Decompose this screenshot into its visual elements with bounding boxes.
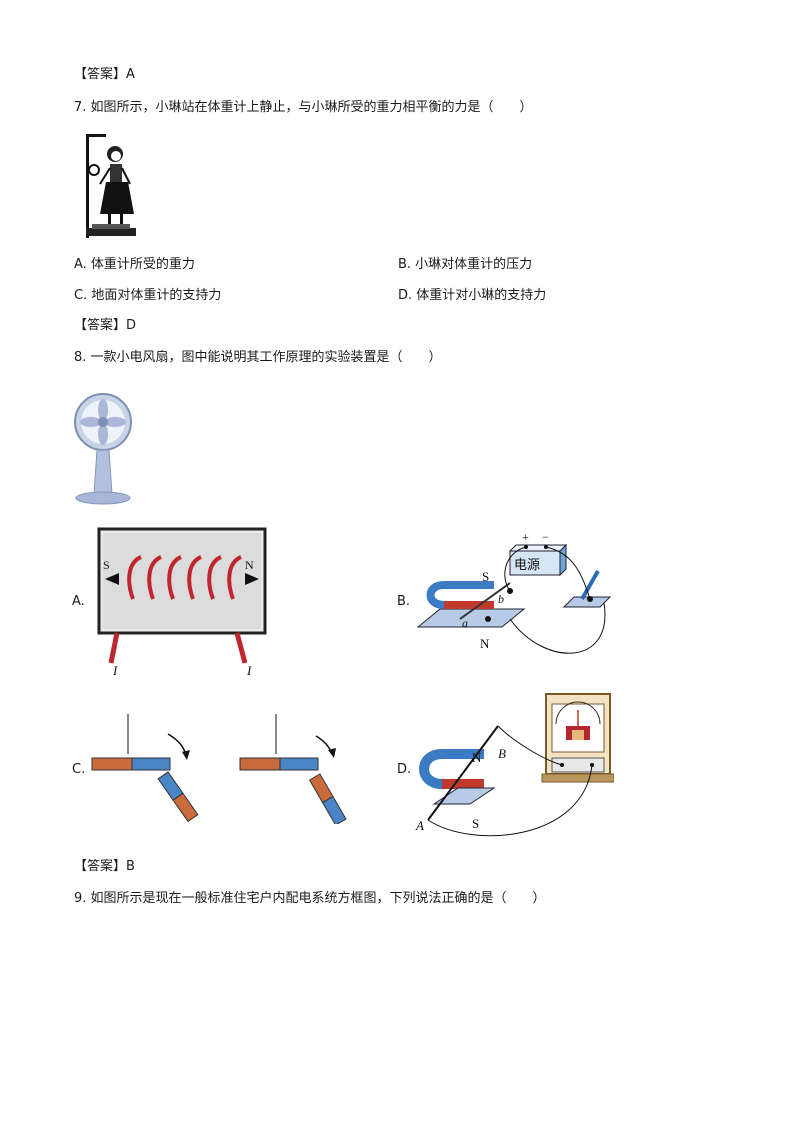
q8-b-n-label: N xyxy=(480,636,490,651)
q8-label-c: C. xyxy=(72,762,86,777)
q6-answer: 【答案】A xyxy=(74,67,135,82)
q7-option-d: D. 体重计对小琳的支持力 xyxy=(398,288,547,303)
q8-b-plus-label: + xyxy=(522,530,529,544)
q7-option-c: C. 地面对体重计的支持力 xyxy=(74,288,222,303)
q8-label-a: A. xyxy=(72,594,85,609)
q8-option-d-generator[interactable]: N S A B xyxy=(414,690,614,842)
q7-option-a: A. 体重计所受的重力 xyxy=(74,257,195,272)
q8-b-s-label: S xyxy=(482,569,489,584)
q8-answer: 【答案】B xyxy=(74,859,135,874)
q8-option-b-motor[interactable]: S N a b 电源 + − xyxy=(414,527,614,675)
q8-b-power-label: 电源 xyxy=(514,557,540,572)
q9-stem: 9. 如图所示是现在一般标准住宅户内配电系统方框图，下列说法正确的是（ ） xyxy=(74,891,546,906)
q8-b-b-label: b xyxy=(498,592,504,606)
q7-option-b: B. 小琳对体重计的压力 xyxy=(398,257,533,272)
q8-a-current-right: I xyxy=(246,663,252,678)
q8-b-a-label: a xyxy=(462,616,468,630)
q8-label-b: B. xyxy=(397,594,411,609)
q7-scale-figure xyxy=(86,134,136,238)
q8-d-b-label: B xyxy=(498,746,506,761)
q8-option-a-solenoid[interactable]: S N I I xyxy=(97,527,269,679)
q8-a-current-left: I xyxy=(112,663,118,678)
q8-d-a-label: A xyxy=(415,818,424,833)
q8-b-minus-label: − xyxy=(542,530,549,544)
q8-label-d: D. xyxy=(397,762,412,777)
q8-d-n-label: N xyxy=(472,750,482,765)
q7-answer: 【答案】D xyxy=(74,318,137,333)
q8-a-n-label: N xyxy=(245,558,254,572)
q8-a-s-label: S xyxy=(103,558,110,572)
q8-stem: 8. 一款小电风扇，图中能说明其工作原理的实验装置是（ ） xyxy=(74,350,442,365)
q8-d-s-label: S xyxy=(472,816,479,831)
q7-stem: 7. 如图所示，小琳站在体重计上静止，与小琳所受的重力相平衡的力是（ ） xyxy=(74,100,533,115)
q8-fan-figure xyxy=(74,393,132,505)
q8-option-c-magnets[interactable] xyxy=(90,712,362,824)
